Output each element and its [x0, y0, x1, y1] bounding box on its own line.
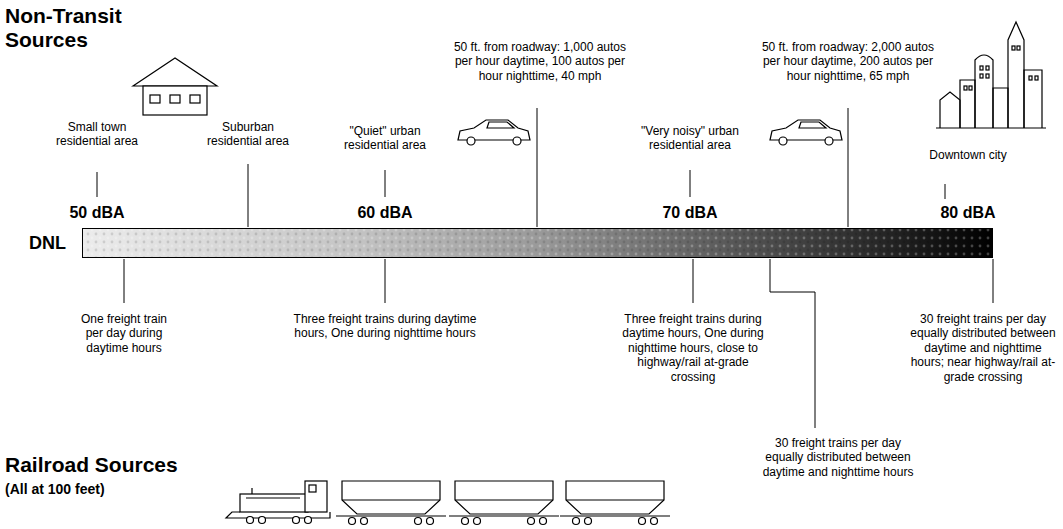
leader-lines	[97, 108, 993, 428]
scale-name: DNL	[29, 233, 66, 254]
house-icon	[133, 58, 217, 115]
train-illustration	[226, 481, 670, 525]
car-icon	[458, 120, 530, 145]
roadway-note: 50 ft. from roadway: 2,000 autos per hou…	[760, 40, 936, 83]
source-label: Downtown city	[928, 148, 1008, 162]
level-scale-bar: DNL	[82, 228, 993, 258]
source-label: "Quiet" urban residential area	[333, 124, 437, 153]
roadway-note: 50 ft. from roadway: 1,000 autos per hou…	[452, 40, 628, 83]
level-value: 80 dBA	[928, 203, 1008, 222]
car-icon	[770, 120, 842, 145]
railroad-label: One freight train per day during daytime…	[71, 312, 177, 355]
railroad-label: 30 freight trains per day equally distri…	[757, 436, 919, 479]
section-heading: Railroad Sources	[5, 453, 205, 477]
railroad-label: 30 freight trains per day equally distri…	[909, 312, 1057, 384]
source-label: Suburban residential area	[198, 120, 298, 149]
railroad-label: Three freight trains during daytime hour…	[615, 312, 771, 384]
level-value: 70 dBA	[650, 203, 730, 222]
section-heading: Non-Transit Sources	[5, 4, 155, 52]
level-value: 60 dBA	[345, 203, 425, 222]
city-icon	[936, 22, 1046, 128]
level-value: 50 dBA	[57, 203, 137, 222]
gradient-bar	[82, 228, 993, 258]
section-subheading: (All at 100 feet)	[5, 481, 205, 497]
railroad-label: Three freight trains during daytime hour…	[285, 312, 485, 341]
source-label: Small town residential area	[47, 120, 147, 149]
source-label: "Very noisy" urban residential area	[630, 124, 750, 153]
